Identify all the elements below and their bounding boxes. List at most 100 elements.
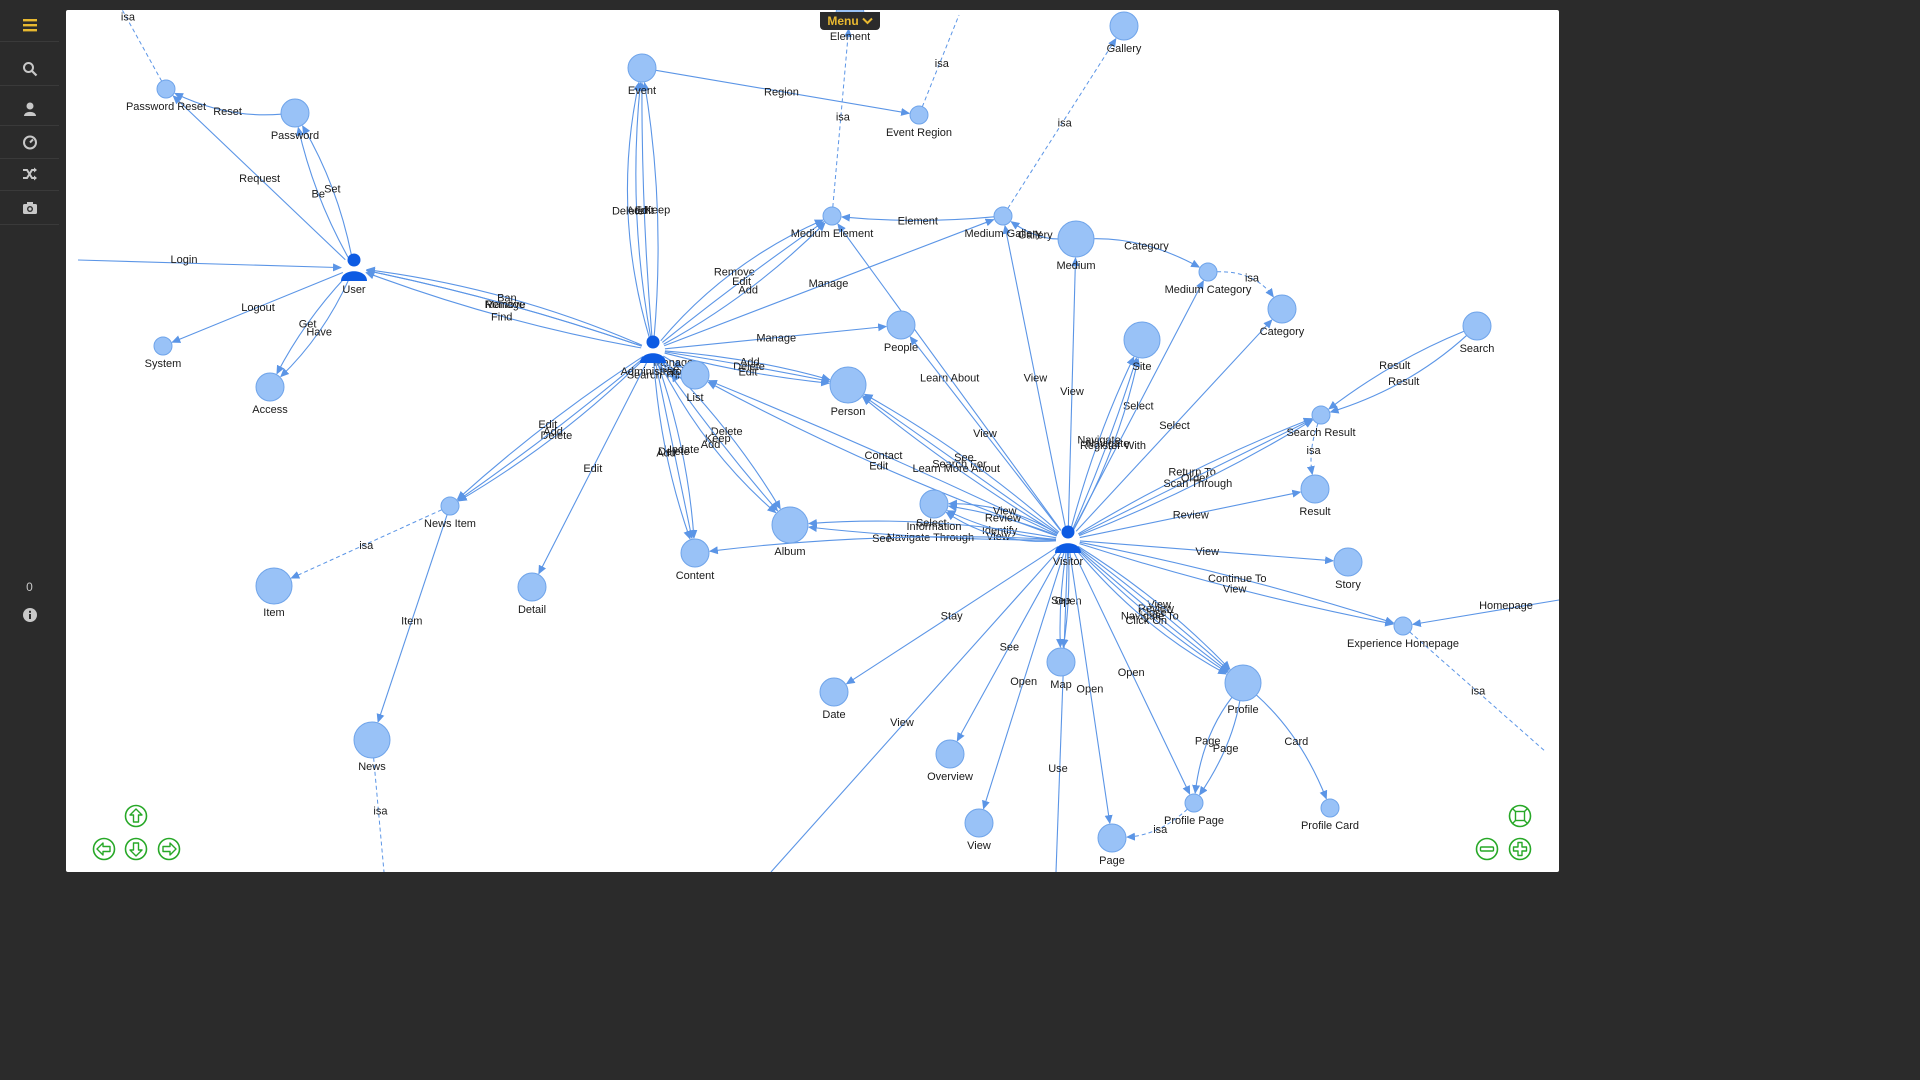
- node-result[interactable]: Result: [1299, 474, 1331, 518]
- node-event-region[interactable]: Event Region: [886, 105, 952, 139]
- node-story[interactable]: Story: [1333, 547, 1363, 591]
- node-profile-card[interactable]: Profile Card: [1301, 798, 1359, 832]
- node-overview[interactable]: Overview: [927, 739, 973, 783]
- graph-edge[interactable]: [365, 268, 642, 347]
- graph-edge[interactable]: [457, 358, 645, 502]
- pan-right-button[interactable]: [157, 837, 181, 861]
- node-profile-page[interactable]: Profile Page: [1164, 793, 1224, 827]
- graph-edge[interactable]: [1079, 489, 1302, 539]
- offscreen-edge[interactable]: [1055, 551, 1069, 872]
- isa-edge[interactable]: [88, 10, 163, 82]
- node-people[interactable]: People: [884, 310, 918, 354]
- graph-edge[interactable]: [637, 81, 653, 339]
- graph-edge[interactable]: [947, 503, 1058, 537]
- graph-edge[interactable]: [1093, 238, 1201, 268]
- graph-edge[interactable]: [172, 95, 346, 261]
- graph-edge[interactable]: [840, 213, 995, 222]
- graph-edge[interactable]: [663, 222, 826, 345]
- node-date[interactable]: Date: [819, 677, 849, 721]
- graph-edge[interactable]: [1075, 548, 1228, 675]
- graph-edge[interactable]: [280, 278, 350, 378]
- graph-edge[interactable]: [365, 266, 643, 346]
- node-medium-element[interactable]: Medium Element: [791, 206, 874, 240]
- graph-edge[interactable]: [365, 271, 642, 349]
- graph-edge[interactable]: [1078, 419, 1314, 537]
- isa-edge[interactable]: [921, 14, 960, 107]
- graph-edge[interactable]: [655, 69, 911, 116]
- isa-edge[interactable]: [1007, 37, 1117, 209]
- isa-edge[interactable]: [1216, 271, 1274, 298]
- offscreen-edge[interactable]: [770, 548, 1061, 872]
- graph-edge[interactable]: [1072, 550, 1191, 795]
- graph-edge[interactable]: [861, 396, 1058, 535]
- graph-edge[interactable]: [707, 381, 1057, 537]
- graph-edge[interactable]: [661, 358, 781, 510]
- node-gallery[interactable]: Gallery: [1107, 11, 1142, 55]
- graph-edge[interactable]: [1076, 547, 1229, 673]
- graph-edge[interactable]: [538, 360, 649, 575]
- graph-edge[interactable]: [1067, 256, 1080, 529]
- graph-edge[interactable]: [296, 126, 349, 258]
- graph-edge[interactable]: [1077, 546, 1230, 672]
- graph-edge[interactable]: [663, 355, 683, 368]
- node-view[interactable]: View: [964, 808, 994, 852]
- graph-edge[interactable]: [708, 536, 1057, 555]
- graph-edge[interactable]: [946, 510, 1057, 540]
- node-category[interactable]: Category: [1260, 294, 1305, 338]
- node-map[interactable]: Map: [1046, 647, 1076, 691]
- graph-edge[interactable]: [1329, 335, 1468, 414]
- shuffle-button[interactable]: [0, 158, 59, 191]
- graph-edge[interactable]: [1077, 545, 1231, 670]
- graph-edge[interactable]: [909, 336, 1062, 531]
- node-album[interactable]: Album: [771, 506, 809, 558]
- node-medium-gallery[interactable]: Medium Gallery: [964, 206, 1042, 240]
- graph-edge[interactable]: [1328, 330, 1465, 410]
- fit-screen-button[interactable]: [1508, 804, 1532, 828]
- node-profile[interactable]: Profile: [1224, 664, 1262, 716]
- node-person[interactable]: Person: [829, 366, 867, 418]
- graph-edge[interactable]: [1075, 319, 1273, 532]
- graph-edge[interactable]: [664, 350, 831, 382]
- search-button[interactable]: [0, 53, 59, 86]
- graph-edge[interactable]: [1077, 417, 1313, 535]
- graph-edge[interactable]: [664, 351, 831, 384]
- graph-edge[interactable]: [1256, 694, 1328, 800]
- graph-edge[interactable]: [661, 221, 825, 343]
- graph-edge[interactable]: [656, 361, 698, 540]
- isa-edge[interactable]: [832, 27, 852, 208]
- offscreen-edge[interactable]: [77, 259, 343, 272]
- graph-edge[interactable]: [956, 550, 1063, 742]
- graph-edge[interactable]: [1079, 543, 1395, 627]
- graph-edge[interactable]: [626, 81, 651, 339]
- graph-edge[interactable]: [1073, 357, 1141, 530]
- zoom-out-button[interactable]: [1475, 837, 1499, 861]
- graph-edge[interactable]: [837, 223, 1062, 531]
- graph-edge[interactable]: [862, 395, 1059, 534]
- graph-edge[interactable]: [635, 81, 652, 339]
- node-page[interactable]: Page: [1097, 823, 1127, 867]
- graph-edge[interactable]: [657, 360, 777, 514]
- node-medium-category[interactable]: Medium Category: [1165, 262, 1252, 296]
- dashboard-button[interactable]: [0, 126, 59, 159]
- node-access[interactable]: Access: [252, 372, 288, 416]
- menu-button[interactable]: Menu: [820, 12, 880, 30]
- isa-edge[interactable]: [290, 509, 443, 579]
- graph-edge[interactable]: [174, 92, 282, 116]
- node-password[interactable]: Password: [271, 98, 319, 142]
- screenshot-button[interactable]: [0, 192, 59, 225]
- graph-edge[interactable]: [659, 359, 779, 512]
- node-password-reset[interactable]: Password Reset: [126, 79, 206, 113]
- graph-edge[interactable]: [1079, 541, 1395, 625]
- node-site[interactable]: Site: [1123, 321, 1161, 373]
- graph-edge[interactable]: [1069, 551, 1113, 825]
- graph-edge[interactable]: [660, 219, 824, 342]
- zoom-in-button[interactable]: [1508, 837, 1532, 861]
- graph-edge[interactable]: [807, 518, 1057, 539]
- graph-edge[interactable]: [654, 361, 695, 540]
- graph-edge[interactable]: [1199, 700, 1241, 796]
- graph-edge[interactable]: [456, 356, 644, 500]
- graph-edge[interactable]: [457, 357, 645, 501]
- node-experience-homepage[interactable]: Experience Homepage: [1347, 616, 1459, 650]
- graph-edge[interactable]: [664, 218, 995, 347]
